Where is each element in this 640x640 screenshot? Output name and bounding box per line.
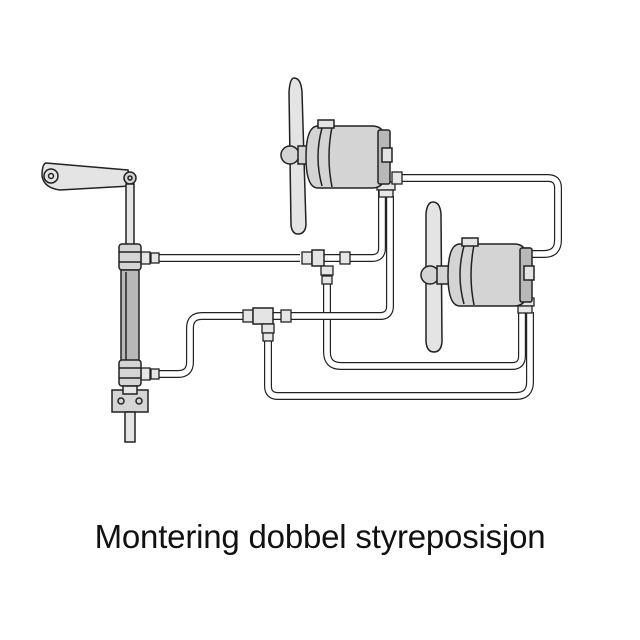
fitting-nut (378, 189, 394, 198)
tee-fitting (311, 249, 325, 267)
steering-cylinder (111, 183, 149, 443)
fitting-nut (242, 309, 254, 323)
tiller-pivot (43, 168, 59, 184)
fitting-nut (262, 332, 274, 342)
diagram-caption: Montering dobbel styreposisjon (94, 518, 546, 555)
helm-pump-upper (280, 77, 393, 235)
fitting-nut (320, 265, 334, 276)
fitting-nut (517, 305, 533, 314)
hydraulic-hoses (150, 174, 562, 400)
hose-cylinder-bottom (150, 312, 250, 378)
tiller-arm (41, 162, 137, 191)
fitting-nut (140, 367, 151, 381)
tee-fitting (252, 307, 274, 325)
fitting-nut (321, 275, 333, 285)
cylinder-barrel (120, 269, 140, 363)
hose-tee-to-helm1 (318, 186, 386, 262)
fitting-nut (391, 171, 403, 185)
helm-pump-lower (420, 201, 535, 353)
fitting-nut (339, 251, 351, 265)
fitting-nut (150, 368, 160, 380)
fitting-nut (261, 323, 275, 334)
fitting-nut (140, 251, 151, 265)
fitting-nut (280, 309, 292, 323)
fitting-nut (301, 251, 313, 265)
fitting-nut (150, 252, 160, 264)
hose-loop-lower-tee (264, 312, 534, 400)
